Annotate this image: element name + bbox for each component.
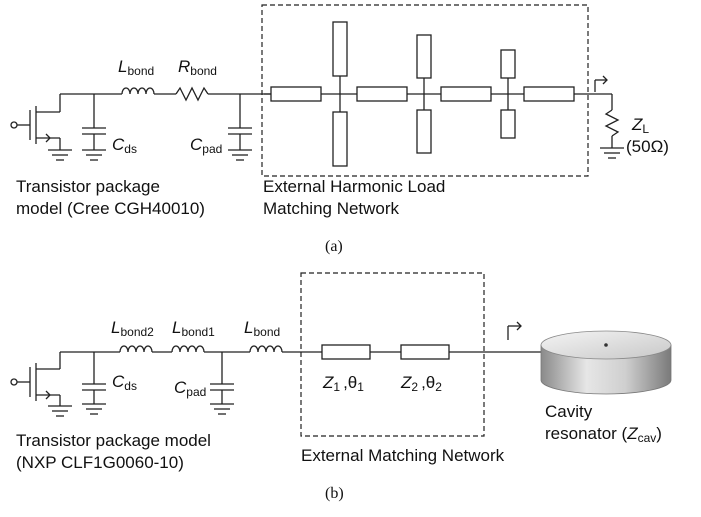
reference-plane-arrow [507,321,522,340]
cavity-label-line2: resonator (Zcav) [545,424,662,445]
cavity-label-line1: Cavity [545,402,593,421]
tl1-label: Z1,θ1 [322,373,364,394]
lbond2-inductor [119,345,153,353]
load-resistor [600,94,624,159]
lbond-label: Lbond [118,57,154,78]
caption-a: (a) [325,238,343,255]
lbond-inductor [249,345,283,353]
network-label-line2: Matching Network [263,199,400,218]
panel-a: Lbond Rbond Cds Cpad ZL (50Ω) Transistor… [10,4,669,255]
network-boundary-box [300,272,485,437]
cavity-resonator-image [540,330,672,395]
reference-plane-arrow [594,75,608,92]
lbond-label: Lbond [244,318,280,339]
rbond-label: Rbond [178,57,217,78]
cpad-capacitor [228,94,252,161]
package-label-line1: Transistor package model [16,431,211,450]
harmonic-matching-network [264,21,612,167]
package-label-line2: (NXP CLF1G0060-10) [16,453,184,472]
network-label-line1: External Harmonic Load [263,177,445,196]
cpad-label: Cpad [190,135,222,156]
lbond1-inductor [171,345,205,353]
lbond2-label: Lbond2 [111,318,154,339]
cds-capacitor [82,94,106,161]
lbond1-label: Lbond1 [172,318,215,339]
network-boundary-box [261,4,589,177]
zl-value: (50Ω) [626,137,669,156]
panel-b: Lbond2 Lbond1 Lbond Cds Cpad Z1,θ1 Z2,θ2… [10,272,672,502]
package-label-line2: model (Cree CGH40010) [16,199,205,218]
cpad-label: Cpad [174,378,206,399]
caption-b: (b) [325,485,344,502]
cds-label: Cds [112,135,137,156]
transistor-symbol [10,352,72,417]
cds-capacitor [82,352,106,415]
lbond-inductor [121,87,155,95]
zl-label: ZL [631,115,649,136]
network-label: External Matching Network [301,446,505,465]
tl2-label: Z2,θ2 [400,373,442,394]
transistor-symbol [10,94,72,161]
matching-network-lines [282,344,545,360]
rbond-resistor [175,86,209,102]
cds-label: Cds [112,372,137,393]
cpad-capacitor [210,352,234,415]
package-label-line1: Transistor package [16,177,160,196]
